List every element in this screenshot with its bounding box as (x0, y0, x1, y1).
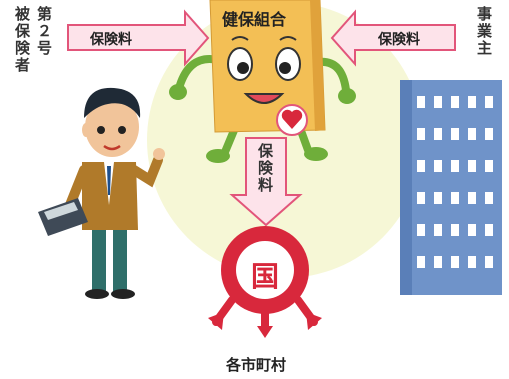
insured-person-illustration (38, 87, 165, 299)
premium-arrow-right (330, 9, 456, 67)
premium-label-down: 保険料 (257, 142, 273, 194)
insured-label-line2: 被保険者 (14, 5, 30, 74)
municipality-label: 各市町村 (226, 356, 287, 374)
government-emblem-glyph: 国 (251, 260, 280, 293)
premium-arrow-down (229, 137, 303, 227)
premium-label-right: 保険料 (378, 32, 420, 48)
government-emblem (208, 226, 322, 338)
union-label: 健保組合 (222, 10, 287, 29)
premium-arrow-left (67, 9, 210, 67)
health-union-character (169, 0, 356, 163)
premium-label-left: 保険料 (90, 32, 132, 48)
employer-label: 事業主 (476, 5, 492, 57)
office-building-illustration (400, 80, 502, 295)
